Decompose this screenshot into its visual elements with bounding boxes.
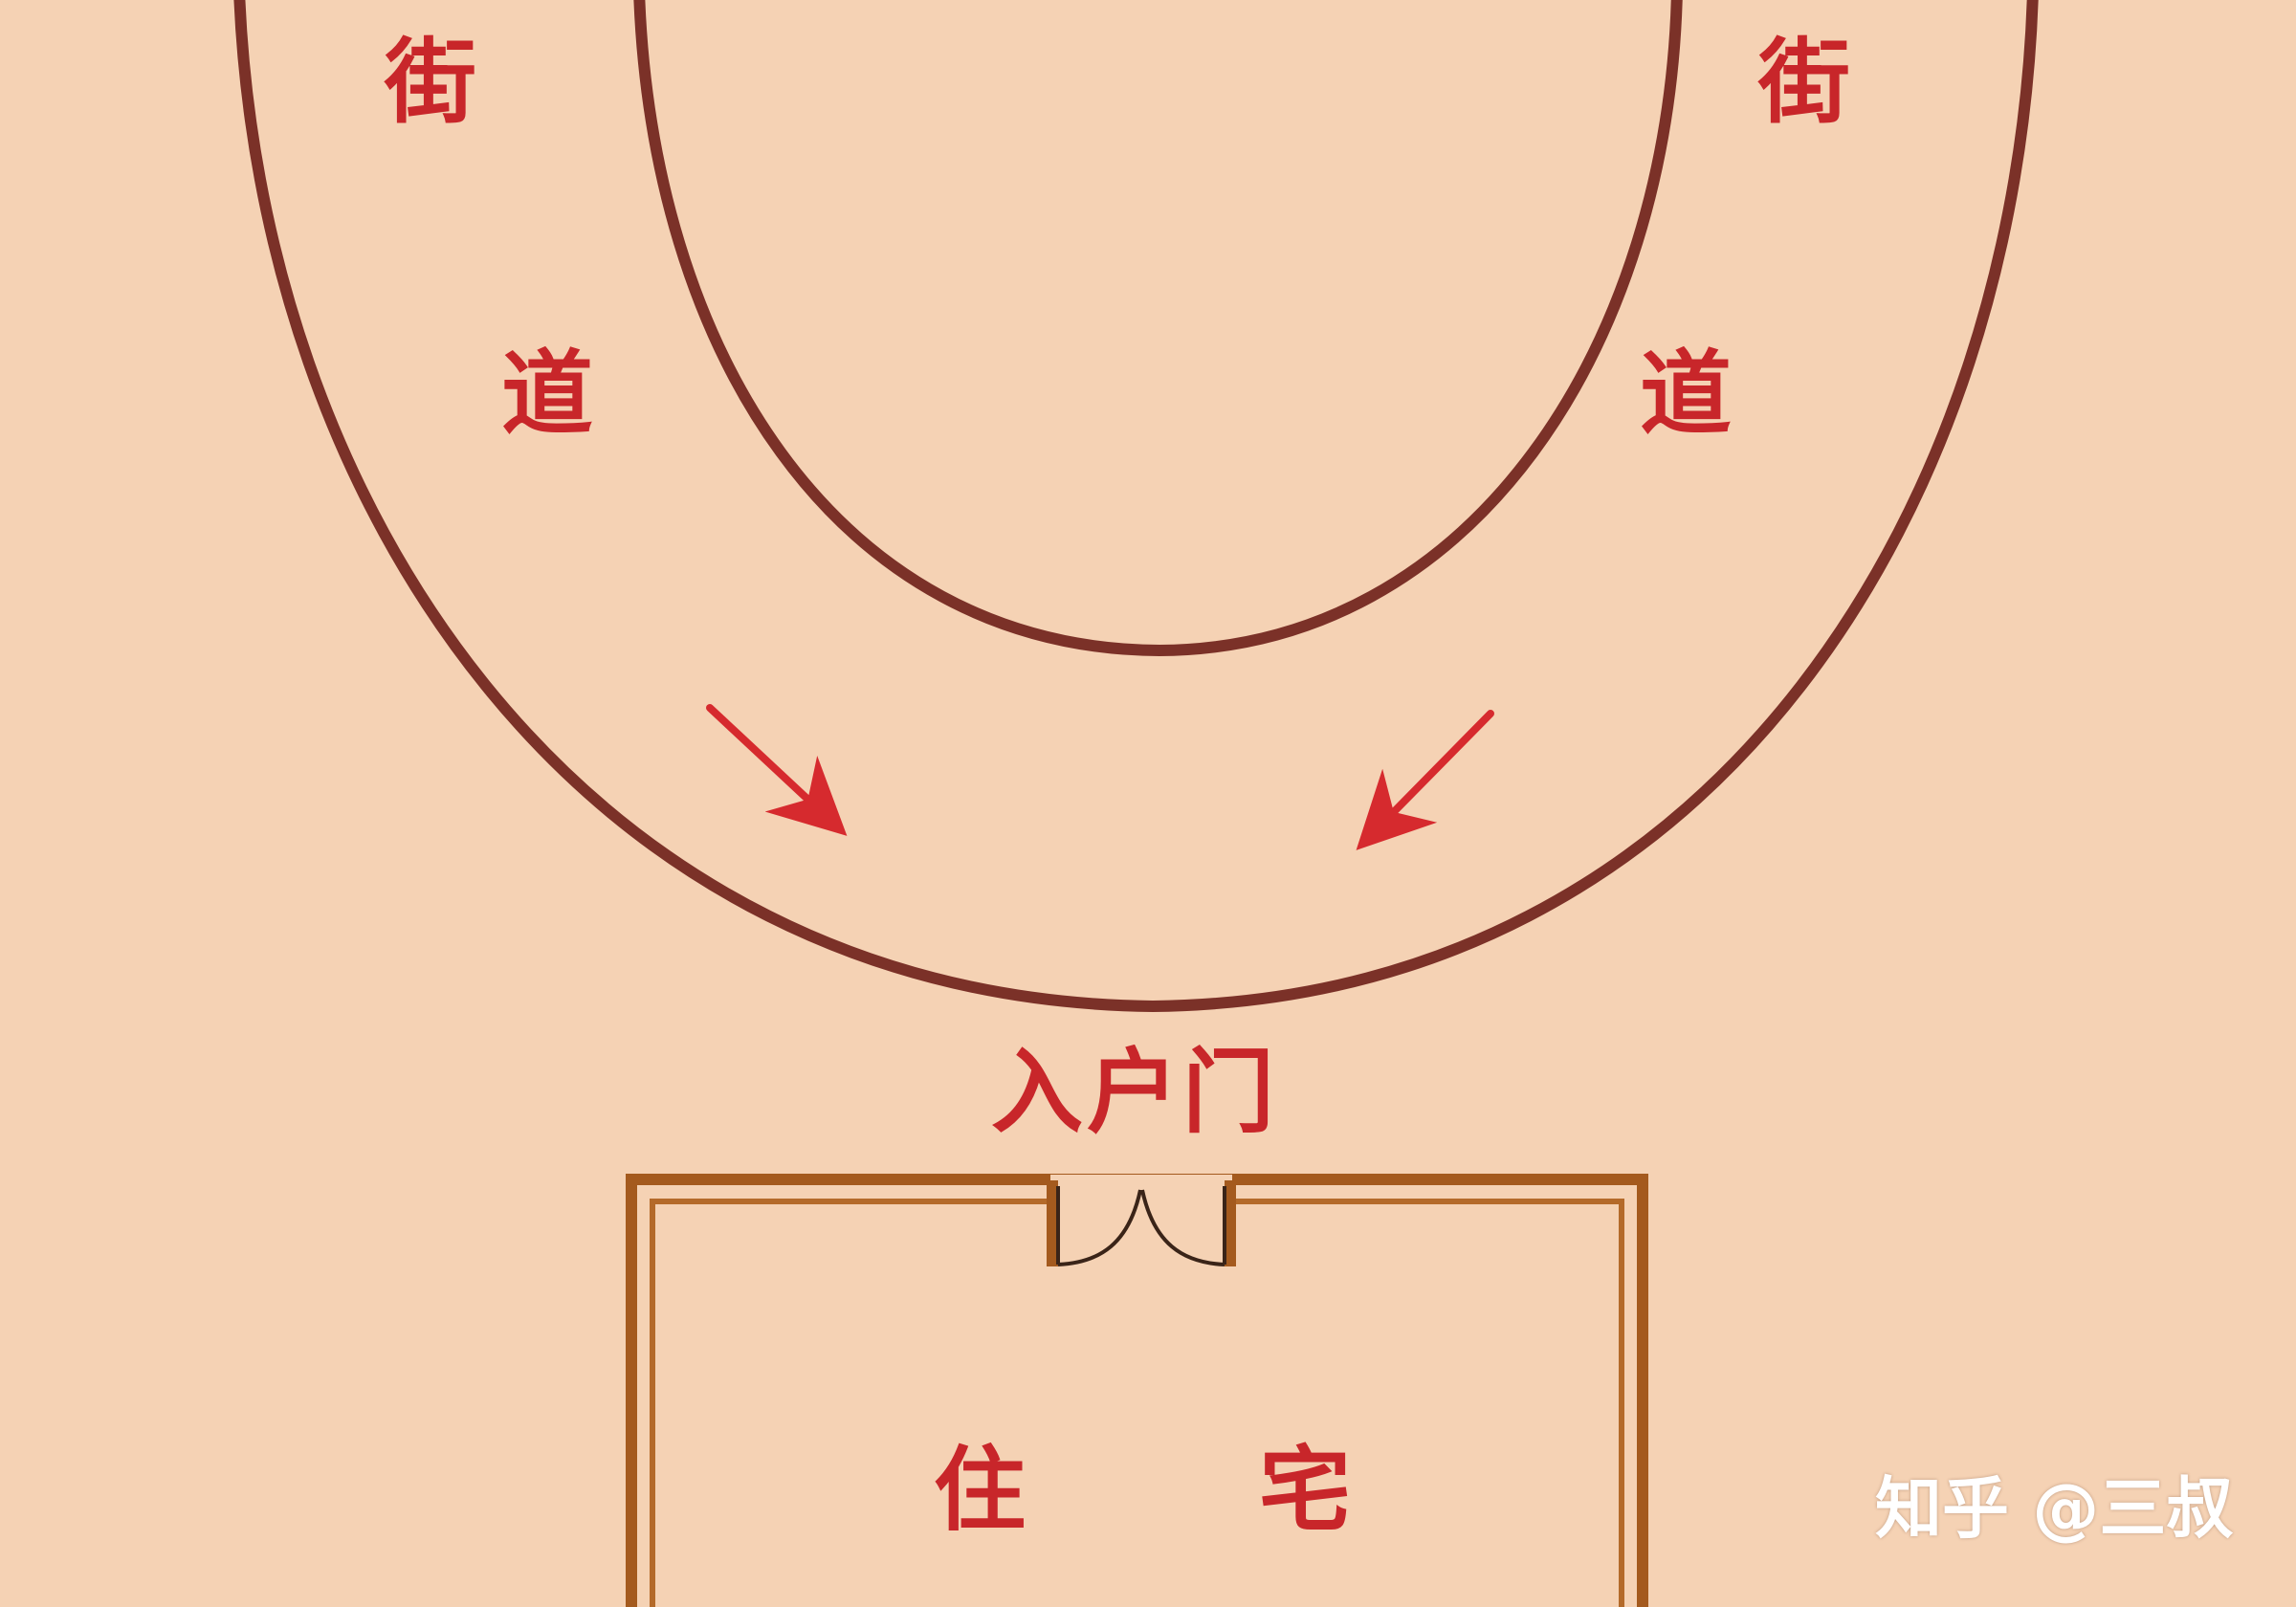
entrance-door-label: 入户门	[991, 1039, 1278, 1146]
arrow-down-left-icon	[1356, 710, 1494, 850]
zhihu-watermark: 知乎 @三叔	[1875, 1469, 2234, 1548]
street-label-right-bottom: 道	[1640, 341, 1732, 448]
street-inner-boundary	[633, 0, 1683, 657]
house-walls	[626, 1174, 1648, 1607]
house-label-right: 宅	[1259, 1437, 1351, 1544]
arrow-down-right-icon	[706, 704, 848, 836]
house-label-left: 住	[934, 1437, 1026, 1544]
street-outer-boundary	[233, 0, 2039, 1013]
street-label-right-top: 街	[1758, 29, 1850, 136]
street-label-left-bottom: 道	[501, 341, 593, 448]
double-door-icon	[1047, 1175, 1236, 1266]
street-label-left-top: 街	[385, 29, 476, 136]
